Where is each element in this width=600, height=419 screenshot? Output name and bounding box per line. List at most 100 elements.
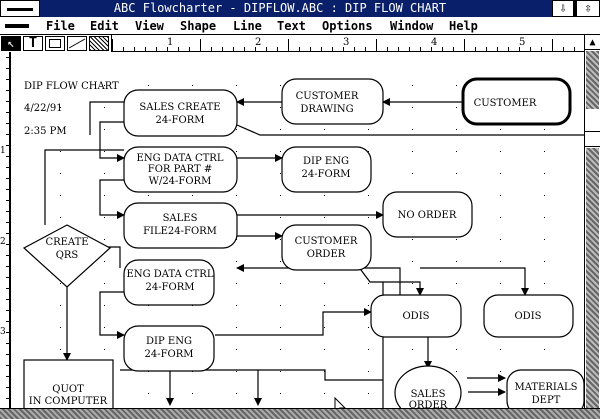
sales-file-label-1: SALES <box>163 213 198 224</box>
document-control-menu-icon[interactable] <box>5 24 29 28</box>
pointer-tool[interactable]: ↖ <box>1 36 21 51</box>
grid-dot <box>60 327 61 328</box>
eng-data-ctrl-2-shape <box>123 259 215 306</box>
chart-title: DIP FLOW CHART <box>24 81 119 92</box>
grid-dot <box>104 217 105 218</box>
drawing-canvas[interactable]: DIP FLOW CHART 4/22/91 2:35 PM <box>11 52 584 408</box>
grid-dot <box>500 283 501 284</box>
sales-order-shape <box>394 365 462 408</box>
grid-dot <box>456 173 457 174</box>
grid-dot <box>104 283 105 284</box>
scroll-track-upper[interactable] <box>586 51 599 109</box>
grid-dot <box>368 195 369 196</box>
grid-dot <box>104 327 105 328</box>
grid-dot <box>236 393 237 394</box>
rectangle-tool[interactable] <box>45 36 65 51</box>
ruler-number-5: 5 <box>519 37 525 48</box>
grid-dot <box>60 85 61 86</box>
grid-dot <box>236 261 237 262</box>
grid-dot <box>500 349 501 350</box>
grid-dot <box>544 173 545 174</box>
grid-dot <box>412 349 413 350</box>
menu-options[interactable]: Options <box>322 19 373 33</box>
menu-edit[interactable]: Edit <box>90 19 119 33</box>
grid-dot <box>324 305 325 306</box>
minimize-button[interactable]: ⇩ <box>552 0 574 17</box>
scroll-track-lower[interactable] <box>586 148 599 408</box>
vertical-ruler: 1 2 3 <box>0 52 10 408</box>
grid-dot <box>500 129 501 130</box>
grid-dot <box>236 371 237 372</box>
grid-dot <box>412 107 413 108</box>
menu-help[interactable]: Help <box>449 19 478 33</box>
vertical-scrollbar[interactable]: ▲ <box>584 35 600 408</box>
restore-button[interactable]: ⇳ <box>576 0 600 17</box>
system-menu-icon <box>7 8 33 11</box>
grid-dot <box>60 129 61 130</box>
grid-dot <box>60 305 61 306</box>
grid-dot <box>280 371 281 372</box>
grid-dot <box>148 195 149 196</box>
customer-order-label-1: CUSTOMER <box>295 236 358 247</box>
grid-dot <box>368 371 369 372</box>
menu-view[interactable]: View <box>135 19 164 33</box>
quot-label-2: IN COMPUTER <box>29 396 108 407</box>
quot-shape <box>23 359 114 408</box>
odis-1-shape <box>370 294 462 338</box>
grid-dot <box>456 129 457 130</box>
dip-eng-2-label-1: DIP ENG <box>146 336 192 347</box>
horizontal-scrollbar[interactable] <box>0 408 600 419</box>
title-bar-filler <box>520 0 552 17</box>
grid-dot <box>60 195 61 196</box>
menu-shape[interactable]: Shape <box>180 19 217 33</box>
create-qrs-label-2: QRS <box>56 250 79 261</box>
grid-dot <box>456 283 457 284</box>
dip-eng-1-label-1: DIP ENG <box>303 156 349 167</box>
grid-dot <box>544 239 545 240</box>
grid-dot <box>104 85 105 86</box>
customer-order-label-2: ORDER <box>307 249 346 260</box>
grid-dot <box>192 393 193 394</box>
grid-dot <box>500 371 501 372</box>
dip-eng-1-label-2: 24-FORM <box>301 169 350 180</box>
grid-dot <box>500 261 501 262</box>
sales-create-label-1: SALES CREATE <box>139 102 220 113</box>
dip-eng-1-shape <box>281 146 372 193</box>
grid-dot <box>456 349 457 350</box>
line-icon <box>68 38 86 49</box>
ruler-number-4: 4 <box>431 37 437 48</box>
vertical-scroll-thumb[interactable] <box>585 131 600 147</box>
odis-2-shape <box>483 294 574 338</box>
vruler-number-1: 1 <box>0 146 6 156</box>
grid-dot <box>544 349 545 350</box>
grid-dot <box>412 85 413 86</box>
scroll-up-arrow-icon[interactable]: ▲ <box>585 35 600 50</box>
grid-dot <box>500 195 501 196</box>
grid-dot <box>324 283 325 284</box>
grid-dot <box>280 283 281 284</box>
grid-dot <box>236 85 237 86</box>
grid-dot <box>60 107 61 108</box>
menu-text[interactable]: Text <box>277 19 306 33</box>
dip-eng-2-shape <box>123 325 215 372</box>
system-menu-button[interactable] <box>0 0 40 17</box>
chart-date: 4/22/91 <box>24 103 63 114</box>
eng-data-ctrl-1-label-2: FOR PART # <box>148 164 212 175</box>
grid-dot <box>368 217 369 218</box>
grid-dot <box>544 217 545 218</box>
odis-2-label: ODIS <box>514 311 541 322</box>
grid-dot <box>236 327 237 328</box>
grid-dot <box>192 85 193 86</box>
menu-file[interactable]: File <box>46 19 75 33</box>
line-tool[interactable] <box>67 36 87 51</box>
grid-dot <box>456 239 457 240</box>
no-order-shape <box>382 191 473 238</box>
materials-dept-label-1: MATERIALS <box>514 382 577 393</box>
menu-window[interactable]: Window <box>390 19 434 33</box>
grid-dot <box>104 195 105 196</box>
grid-dot <box>500 239 501 240</box>
text-tool[interactable]: T <box>23 36 43 51</box>
fill-pattern-tool[interactable] <box>89 36 109 51</box>
grid-dot <box>104 107 105 108</box>
menu-line[interactable]: Line <box>233 19 262 33</box>
